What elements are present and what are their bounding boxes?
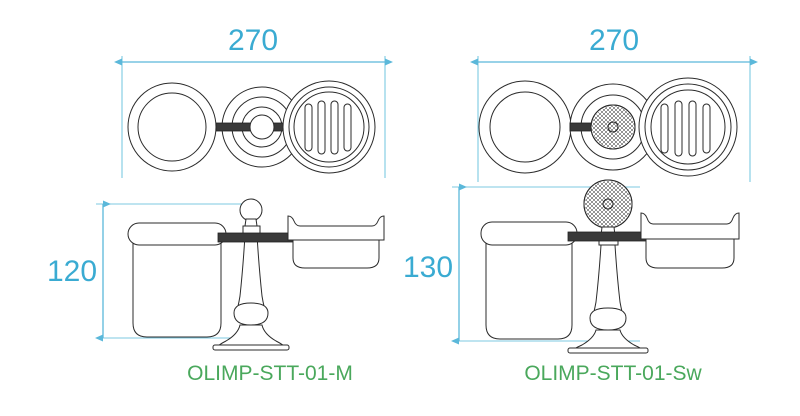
right-part-label: OLIMP-STT-01-Sw bbox=[524, 362, 702, 385]
right-front-view: 130 bbox=[403, 179, 740, 385]
left-plan-soap-dish bbox=[282, 80, 376, 174]
left-plan-soap-dish-slots bbox=[304, 100, 352, 155]
left-elev-soap-dish bbox=[287, 215, 385, 269]
left-elev-finial-ball bbox=[239, 198, 263, 222]
right-elev-pedestal bbox=[567, 226, 649, 354]
right-elev-soap-dish bbox=[640, 212, 740, 269]
right-plan-tumbler-ring bbox=[478, 80, 572, 174]
right-plan-soap-dish-slots bbox=[660, 100, 711, 157]
right-top-view: 270 bbox=[470, 24, 758, 182]
left-top-dimension-label: 270 bbox=[228, 24, 278, 57]
right-elev-tumbler-rim bbox=[480, 221, 578, 246]
right-elev-tumbler bbox=[480, 221, 578, 340]
left-elev-pedestal bbox=[212, 198, 290, 351]
left-height-dimension-label: 120 bbox=[47, 255, 97, 288]
left-part-label: OLIMP-STT-01-M bbox=[187, 362, 353, 385]
right-plan-crystal-ball bbox=[590, 104, 636, 150]
view-right: 270 bbox=[403, 24, 758, 385]
right-top-dimension-label: 270 bbox=[589, 24, 639, 57]
left-top-view: 270 bbox=[114, 24, 393, 178]
left-front-view: 120 bbox=[47, 198, 385, 385]
left-elev-tumbler bbox=[127, 222, 227, 338]
right-elev-crystal-ball bbox=[583, 179, 633, 229]
left-plan-tumbler-ring bbox=[127, 82, 217, 172]
view-left: 270 bbox=[47, 24, 393, 385]
right-plan-soap-dish bbox=[638, 77, 738, 177]
left-elev-tumbler-rim bbox=[127, 222, 227, 246]
left-plan-knob-ball bbox=[249, 114, 275, 140]
right-height-dimension-label: 130 bbox=[403, 251, 453, 284]
left-elev-cross-rod bbox=[217, 232, 299, 243]
